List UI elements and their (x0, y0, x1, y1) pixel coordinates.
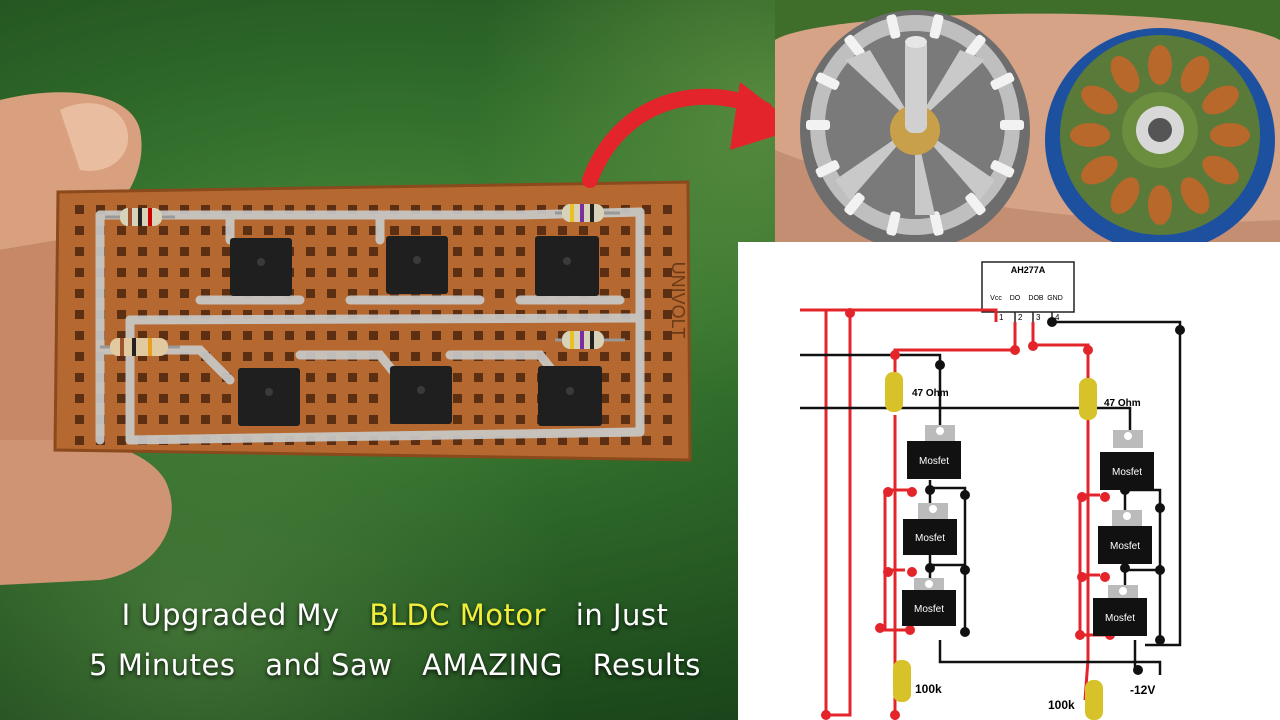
red-arrow (582, 82, 800, 188)
resistor-47-left (885, 372, 903, 412)
voltage-label: -12V (1130, 683, 1155, 697)
pin-number-3: 3 (1036, 313, 1041, 322)
mosfet-symbol: Mosfet (903, 503, 957, 555)
caption-highlight: BLDC Motor (369, 598, 547, 632)
pcb-silkscreen-text: UNIVOLT (668, 262, 688, 339)
mosfet-label: Mosfet (919, 456, 949, 467)
mosfet-chip (535, 236, 599, 296)
caption-line-1: I Upgraded My BLDC Motor in Just (0, 598, 790, 632)
hall-sensor-ic (981, 261, 1075, 313)
schematic-mosfets: Mosfet Mosfet Mosfet Mosfet Mosfet (902, 425, 1154, 636)
mosfet-chip (386, 236, 448, 294)
pin-label-vcc: Vcc (990, 295, 1002, 302)
pin-label-dob: DOB (1028, 295, 1044, 302)
caption-text: 5 Minutes (89, 648, 236, 682)
mosfet-symbol: Mosfet (902, 578, 956, 626)
ic-label: AH277A (1011, 265, 1046, 275)
mosfet-chips (230, 236, 602, 426)
pin-label-do: DO (1010, 295, 1021, 302)
mosfet-chip (238, 368, 300, 426)
caption-text: I Upgraded My (121, 598, 340, 632)
resistor-right-label: 47 Ohm (1104, 398, 1141, 409)
mosfet-label: Mosfet (915, 533, 945, 544)
resistor-middle-left (100, 338, 180, 356)
schematic-diagram: AH277A Vcc DO DOB GND 1 2 3 4 (738, 242, 1280, 720)
resistor-100k-right (1085, 680, 1103, 720)
mosfet-chip (390, 366, 452, 424)
mosfet-label: Mosfet (914, 604, 944, 615)
caption-text: Results (592, 648, 701, 682)
pin-number-2: 2 (1018, 313, 1023, 322)
mosfet-label: Mosfet (1110, 541, 1140, 552)
mosfet-symbol: Mosfet (907, 425, 961, 479)
mosfet-symbol: Mosfet (1098, 510, 1152, 564)
mosfet-symbol: Mosfet (1093, 585, 1147, 636)
resistor-left-label: 47 Ohm (912, 388, 949, 399)
mosfet-label: Mosfet (1105, 613, 1135, 624)
bottom-resistor-right-label: 100k (1048, 698, 1075, 712)
caption-text: and Saw (265, 648, 393, 682)
pin-label-gnd: GND (1047, 295, 1063, 302)
mosfet-label: Mosfet (1112, 467, 1142, 478)
motor-rotor (800, 10, 1030, 250)
bottom-resistor-left-label: 100k (915, 682, 942, 696)
motor-shaft (905, 38, 927, 133)
hand (0, 92, 172, 585)
resistor-top-left (105, 208, 175, 226)
pin-number-1: 1 (999, 313, 1004, 322)
motor-photo (775, 0, 1280, 263)
mosfet-symbol: Mosfet (1100, 430, 1154, 490)
mosfet-chip (538, 366, 602, 426)
pin-number-4: 4 (1055, 313, 1060, 322)
pcb-board: UNIVOLT (53, 180, 692, 462)
caption-line-2: 5 Minutes and Saw AMAZING Results (0, 648, 790, 682)
caption-text: in Just (575, 598, 669, 632)
resistor-47-right (1079, 378, 1097, 420)
caption-text: AMAZING (422, 648, 563, 682)
resistor-middle-right (555, 331, 625, 349)
resistor-100k-left (893, 660, 911, 702)
schematic-panel (738, 242, 1280, 720)
resistor-top-right (555, 204, 620, 222)
motor-stator (1045, 28, 1275, 252)
mosfet-chip (230, 238, 292, 296)
